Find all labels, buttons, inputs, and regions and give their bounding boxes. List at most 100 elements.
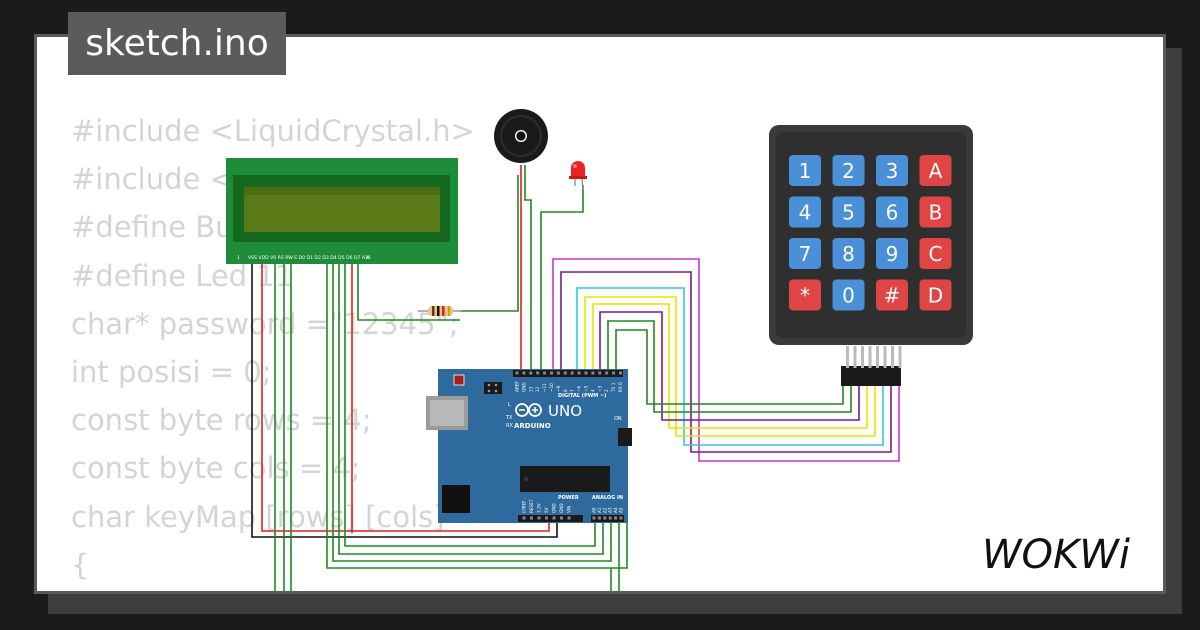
header-pin[interactable] <box>556 371 560 375</box>
wire-lcd-k[interactable] <box>357 262 460 321</box>
header-pin[interactable] <box>597 516 601 520</box>
wire-lcd-d6[interactable] <box>338 262 604 555</box>
wire-keypad-1[interactable] <box>552 258 900 462</box>
header-pin[interactable] <box>567 516 571 520</box>
wire-keypad-7[interactable] <box>607 320 852 413</box>
arduino-uno[interactable]: UNO ARDUINO DIGITAL (PWM ~) POWER ANALOG… <box>426 369 632 523</box>
header-pin[interactable] <box>522 371 526 375</box>
header-pin[interactable] <box>612 371 616 375</box>
keypad-pin[interactable] <box>861 346 864 368</box>
keypad-key-label: 4 <box>799 201 812 225</box>
file-tab-sketch[interactable]: sketch.ino <box>68 12 286 75</box>
wire-lcd-vss[interactable] <box>251 262 558 538</box>
keypad-pin[interactable] <box>891 346 894 368</box>
keypad-key-3[interactable]: 3 <box>876 155 908 186</box>
pin-label: RX 0 <box>618 382 623 392</box>
keypad-key-5[interactable]: 5 <box>832 196 865 228</box>
pin-label: IOREF <box>522 500 527 513</box>
keypad-key-6[interactable]: 6 <box>876 196 908 228</box>
keypad-key-1[interactable]: 1 <box>789 155 821 186</box>
resistor[interactable] <box>418 306 462 316</box>
keypad-key-7[interactable]: 7 <box>789 238 821 269</box>
header-pin[interactable] <box>560 516 563 520</box>
header-pin[interactable] <box>598 371 602 375</box>
wire-lcd-d7[interactable] <box>344 262 596 547</box>
pin-label: ~5 <box>584 385 589 392</box>
header-pin[interactable] <box>584 371 588 375</box>
wire-keypad-6[interactable] <box>599 311 860 421</box>
code-line: const byte cols = 4; <box>71 451 361 486</box>
keypad-key-4[interactable]: 4 <box>789 196 821 228</box>
header-pin[interactable] <box>543 371 547 375</box>
lcd-pin-start: 1 <box>237 255 240 261</box>
wire-lcd-d4[interactable] <box>326 262 628 569</box>
header-pin[interactable] <box>592 516 596 520</box>
header-pin[interactable] <box>603 516 607 520</box>
keypad-key-9[interactable]: 9 <box>876 238 908 269</box>
wire-keypad-4[interactable] <box>584 296 876 437</box>
header-pin[interactable] <box>529 371 533 375</box>
wire-keypad-8[interactable] <box>615 329 844 405</box>
l-label: L <box>508 402 511 408</box>
code-line: const byte rows = 4; <box>71 403 372 438</box>
code-line: { <box>71 547 90 582</box>
wire-resistor-buzzer[interactable] <box>460 175 519 312</box>
buzzer[interactable] <box>494 109 548 163</box>
keypad-pin[interactable] <box>883 346 887 368</box>
keypad-key-label: 8 <box>842 242 855 266</box>
header-pin[interactable] <box>577 371 581 375</box>
keypad-connector <box>841 346 902 386</box>
header-pin[interactable] <box>614 516 618 520</box>
header-pin[interactable] <box>563 371 567 375</box>
header-pin[interactable] <box>522 516 526 520</box>
reset-button[interactable] <box>453 374 465 386</box>
keypad-pin[interactable] <box>853 346 857 368</box>
keypad-key-D[interactable]: D <box>919 279 952 311</box>
keypad-pin[interactable] <box>846 346 849 368</box>
keypad-key-#[interactable]: # <box>876 279 908 311</box>
wire-lcd-d5[interactable] <box>332 262 612 562</box>
header-pin[interactable] <box>591 371 595 375</box>
wire-lcd-vdd[interactable] <box>261 262 550 532</box>
header-pin[interactable] <box>536 371 540 375</box>
keypad-key-8[interactable]: 8 <box>832 238 865 269</box>
keypad-key-*[interactable]: * <box>789 279 821 311</box>
header-pin[interactable] <box>608 516 612 520</box>
pin-label: 2 <box>604 389 609 392</box>
led-red[interactable] <box>569 161 587 191</box>
header-pin[interactable] <box>570 371 574 375</box>
header-pin[interactable] <box>605 371 609 375</box>
pin-label: 13 <box>528 386 533 392</box>
keypad-key-0[interactable]: 0 <box>832 279 865 311</box>
header-pin[interactable] <box>619 371 622 375</box>
keypad-key-C[interactable]: C <box>919 238 952 269</box>
code-line: char keyMap [rows] [cols] = <box>71 499 479 534</box>
wire-keypad-5[interactable] <box>592 303 868 429</box>
wire-led[interactable] <box>540 185 584 370</box>
wire-buzzer-gnd[interactable] <box>524 165 532 370</box>
header-pin[interactable] <box>552 516 556 520</box>
header-pin[interactable] <box>550 371 553 375</box>
pin-label: A1 <box>597 507 602 513</box>
keypad-key-A[interactable]: A <box>919 155 952 186</box>
keypad-key-label: 1 <box>799 159 812 183</box>
keypad-key-B[interactable]: B <box>919 196 952 228</box>
keypad-key-2[interactable]: 2 <box>832 155 865 186</box>
pin-label: A0 <box>592 507 597 513</box>
code-line: char* password ="12345"; <box>71 306 459 341</box>
header-pin[interactable] <box>545 516 548 520</box>
wire-keypad-3[interactable] <box>576 287 884 446</box>
keypad-key-label: 7 <box>799 242 812 266</box>
tx-label: TX <box>505 415 513 421</box>
lcd-display[interactable]: VSS VDD V0 RS RW E D0 D1 D2 D3 D4 D5 D6 … <box>226 158 458 264</box>
header-pin[interactable] <box>619 516 623 520</box>
keypad-pin[interactable] <box>898 346 902 368</box>
header-pin[interactable] <box>537 516 541 520</box>
wire-keypad-2[interactable] <box>560 271 892 453</box>
header-pin[interactable] <box>530 516 533 520</box>
header-pin[interactable] <box>515 371 519 375</box>
keypad-pin[interactable] <box>876 346 879 368</box>
keypad-pin[interactable] <box>868 346 872 368</box>
